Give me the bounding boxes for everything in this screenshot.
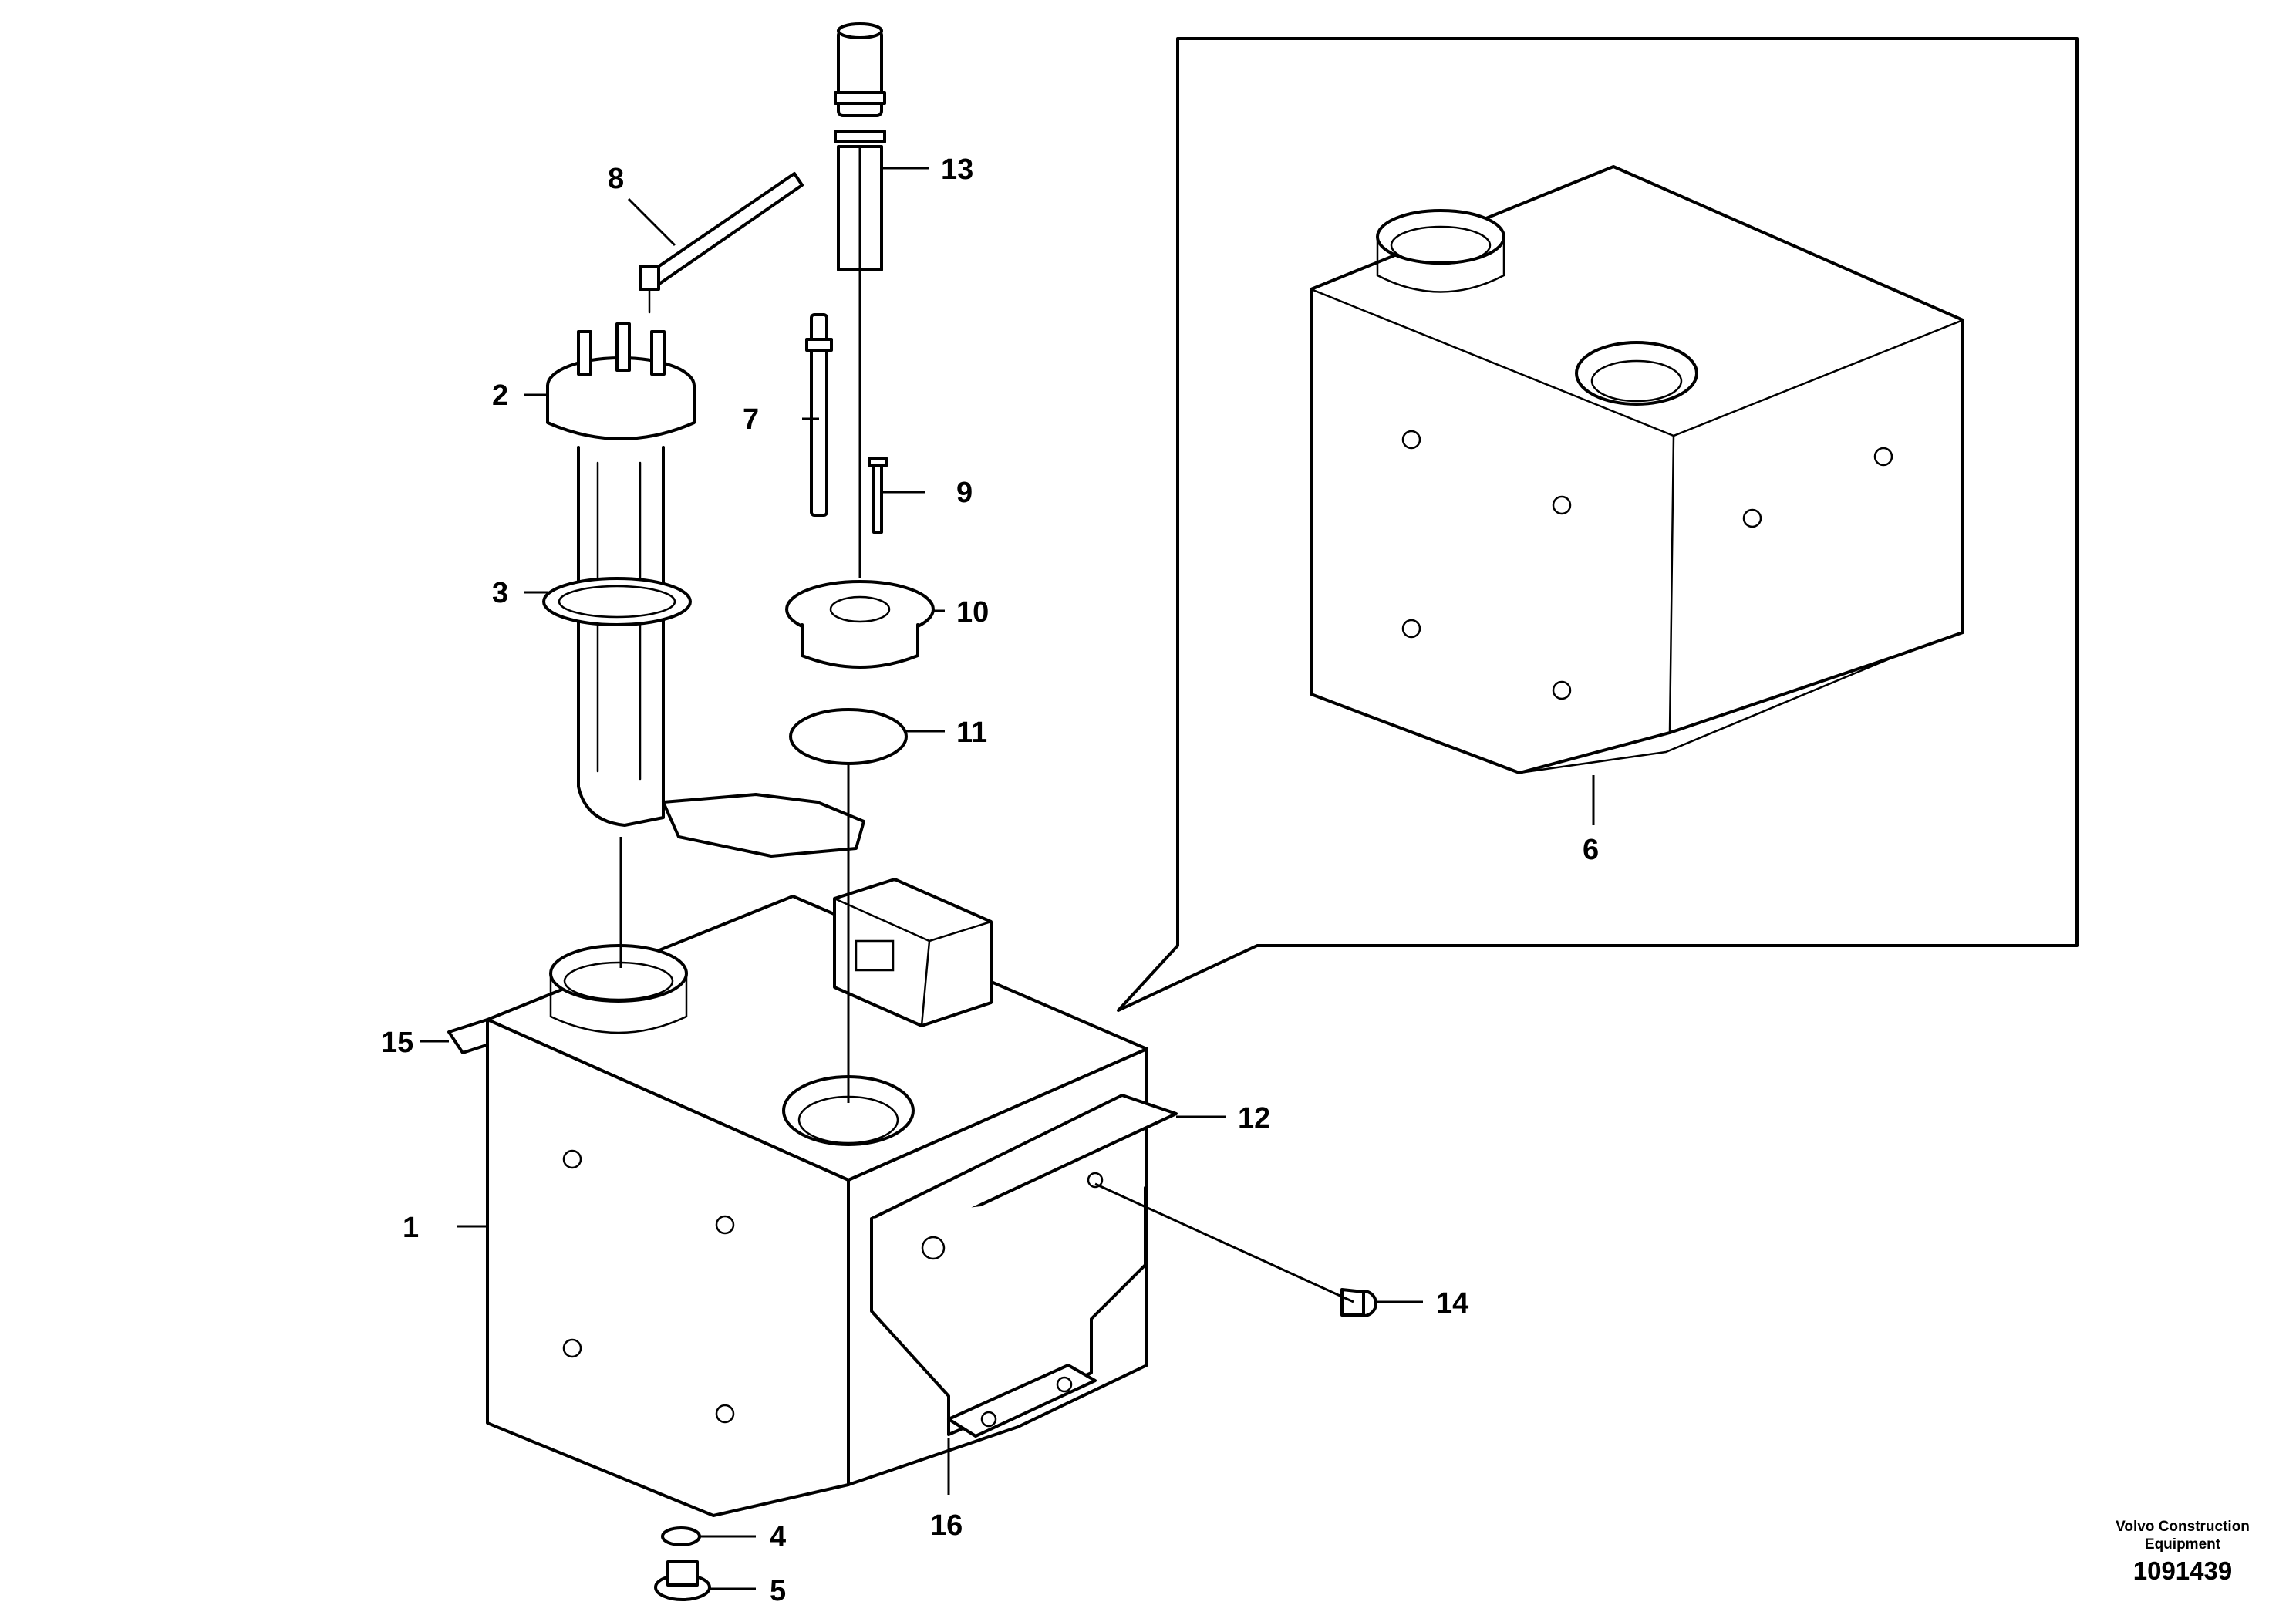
- main-tank: [447, 895, 1178, 1517]
- hose-part-8: [639, 172, 804, 314]
- callout-6: 6: [1583, 834, 1599, 866]
- brand-line-2: Equipment: [2144, 1536, 2221, 1553]
- callout-2: 2: [492, 379, 508, 412]
- washer-part-4: [661, 1526, 701, 1546]
- detail-inset: [1117, 37, 2079, 1012]
- callout-16: 16: [930, 1509, 963, 1542]
- callout-11: 11: [956, 717, 987, 749]
- callout-3: 3: [492, 577, 508, 609]
- callout-10: 10: [956, 596, 989, 629]
- plug-part-5: [654, 1560, 711, 1601]
- leader-lines: [420, 147, 1595, 1590]
- o-ring-part-11: [789, 708, 908, 765]
- callout-labels: 1 2 3 4 5 6 7 8 9 10 11 12 13 14 15 16: [381, 153, 1599, 1607]
- brand-line-1: Volvo Construction: [2116, 1519, 2250, 1535]
- callout-9: 9: [956, 477, 973, 509]
- callout-13: 13: [941, 153, 973, 186]
- flange-part-10: [785, 580, 935, 669]
- callout-15: 15: [381, 1027, 413, 1059]
- tube-part-7: [805, 313, 833, 517]
- callout-7: 7: [743, 403, 759, 436]
- callout-4: 4: [770, 1521, 786, 1553]
- inset-tank: [1310, 165, 1964, 774]
- brand-caption: Volvo Construction Equipment: [2090, 1518, 2275, 1553]
- document-number: 1091439: [2132, 1556, 2233, 1585]
- screw-part-9: [868, 457, 888, 534]
- pump-module: [542, 322, 865, 858]
- callout-14: 14: [1436, 1287, 1468, 1320]
- sensor-block: [833, 878, 993, 1027]
- bolt-part-14: [1340, 1288, 1377, 1317]
- callout-1: 1: [403, 1212, 419, 1244]
- callout-8: 8: [608, 163, 624, 195]
- callout-5: 5: [770, 1575, 786, 1607]
- callout-12: 12: [1238, 1102, 1270, 1135]
